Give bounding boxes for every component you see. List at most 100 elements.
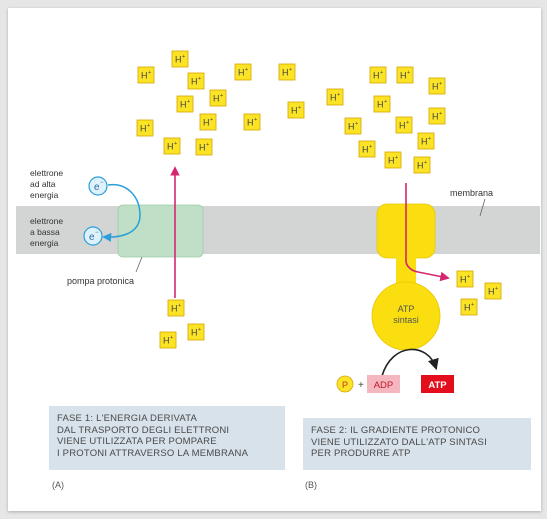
svg-text:+: +: [384, 99, 387, 105]
proton-marker: H+: [396, 66, 414, 84]
svg-text:+: +: [148, 70, 151, 76]
svg-text:H: H: [388, 156, 395, 166]
svg-text:+: +: [406, 120, 409, 126]
svg-text:H: H: [238, 68, 245, 78]
svg-text:H: H: [432, 112, 439, 122]
svg-text:H: H: [421, 137, 428, 147]
svg-text:+: +: [380, 70, 383, 76]
svg-text:H: H: [199, 143, 206, 153]
svg-text:+: +: [439, 81, 442, 87]
proton-marker: H+: [195, 138, 213, 156]
proton-pump: [117, 204, 204, 258]
svg-text:+: +: [298, 105, 301, 111]
svg-text:+: +: [495, 286, 498, 292]
svg-text:+: +: [170, 335, 173, 341]
svg-text:H: H: [175, 55, 182, 65]
proton-marker: H+: [163, 137, 181, 155]
svg-text:H: H: [191, 77, 198, 87]
proton-marker: H+: [287, 101, 305, 119]
svg-text:H: H: [282, 68, 289, 78]
proton-marker: H+: [428, 107, 446, 125]
proton-marker: H+: [136, 119, 154, 137]
membrane: [16, 206, 540, 254]
svg-text:+: +: [395, 155, 398, 161]
svg-text:+: +: [471, 302, 474, 308]
svg-text:e: e: [89, 232, 95, 243]
svg-text:H: H: [399, 121, 406, 131]
atp-synthesis-arrow: [381, 348, 439, 377]
svg-text:H: H: [213, 94, 220, 104]
proton-marker: H+: [187, 72, 205, 90]
svg-text:H: H: [163, 336, 170, 346]
atp-box: ATP: [421, 375, 454, 393]
svg-text:+: +: [424, 160, 427, 166]
proton-marker: H+: [358, 140, 376, 158]
svg-text:e: e: [94, 182, 100, 193]
svg-text:+: +: [198, 327, 201, 333]
svg-text:H: H: [400, 71, 407, 81]
proton-marker: H+: [234, 63, 252, 81]
svg-text:H: H: [464, 303, 471, 313]
proton-marker: H+: [167, 299, 185, 317]
svg-text:+: +: [198, 76, 201, 82]
electron-low-icon: e −: [83, 226, 103, 246]
svg-text:H: H: [348, 122, 355, 132]
label-membrane: membrana: [450, 188, 493, 198]
svg-text:H: H: [373, 71, 380, 81]
proton-marker: H+: [137, 66, 155, 84]
figure-card: e − e − elettrone ad alta energia elettr…: [8, 8, 541, 511]
svg-text:ADP: ADP: [374, 380, 394, 391]
svg-text:+: +: [407, 70, 410, 76]
proton-marker: H+: [369, 66, 387, 84]
svg-text:H: H: [247, 118, 254, 128]
svg-text:+: +: [245, 67, 248, 73]
svg-text:+: +: [187, 99, 190, 105]
svg-text:ATP: ATP: [428, 380, 447, 391]
proton-marker: H+: [428, 77, 446, 95]
proton-marker: H+: [199, 113, 217, 131]
svg-text:ad alta: ad alta: [30, 179, 56, 189]
svg-text:a bassa: a bassa: [30, 227, 60, 237]
diagram-canvas: e − e − elettrone ad alta energia elettr…: [16, 50, 540, 393]
proton-marker: H+: [417, 132, 435, 150]
svg-text:+: +: [355, 121, 358, 127]
svg-text:H: H: [167, 142, 174, 152]
electron-path-arrow: [102, 183, 141, 242]
proton-marker: H+: [176, 95, 194, 113]
label-electron-high: elettrone ad alta energia: [30, 168, 63, 200]
svg-text:H: H: [460, 275, 467, 285]
proton-marker: H+: [395, 116, 413, 134]
proton-marker: H+: [159, 331, 177, 349]
synthase-proton-arrow: [405, 183, 450, 282]
svg-text:H: H: [432, 82, 439, 92]
panel-tag-a: (A): [52, 480, 64, 490]
svg-text:H: H: [488, 287, 495, 297]
electron-high-icon: e −: [88, 176, 108, 196]
svg-text:elettrone: elettrone: [30, 216, 63, 226]
svg-text:+: +: [337, 92, 340, 98]
caption-phase-1: FASE 1: L'ENERGIA DERIVATA DAL TRASPORTO…: [49, 406, 285, 470]
svg-text:H: H: [180, 100, 187, 110]
svg-text:energia: energia: [30, 238, 59, 248]
svg-text:+: +: [178, 303, 181, 309]
svg-text:+: +: [220, 93, 223, 99]
protons-layer: H+H+H+H+H+H+H+H+H+H+H+H+H+H+H+H+H+H+H+H+…: [136, 50, 502, 349]
panel-tag-b: (B): [305, 480, 317, 490]
svg-text:+: +: [182, 54, 185, 60]
label-electron-low: elettrone a bassa energia: [30, 216, 63, 248]
svg-text:H: H: [362, 145, 369, 155]
label-pump: pompa protonica: [67, 276, 134, 286]
svg-text:+: +: [174, 141, 177, 147]
proton-marker: H+: [209, 89, 227, 107]
proton-marker: H+: [460, 298, 478, 316]
svg-text:+: +: [428, 136, 431, 142]
svg-text:+: +: [206, 142, 209, 148]
proton-marker: H+: [413, 156, 431, 174]
svg-text:H: H: [141, 71, 148, 81]
svg-text:H: H: [291, 106, 298, 116]
svg-text:elettrone: elettrone: [30, 168, 63, 178]
proton-marker: H+: [187, 323, 205, 341]
phosphate-icon: P: [336, 375, 354, 393]
svg-text:+: +: [369, 144, 372, 150]
pump-leader-line: [135, 256, 143, 273]
